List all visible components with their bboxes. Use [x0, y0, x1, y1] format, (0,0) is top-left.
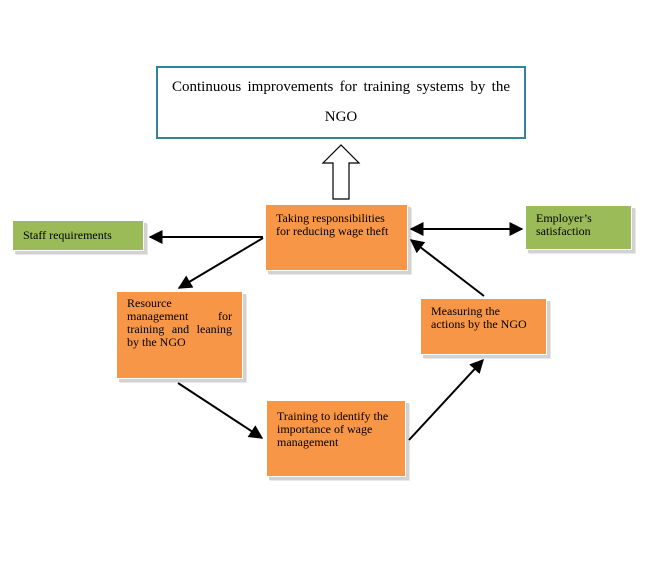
staff-requirements-box: Staff requirements: [12, 220, 144, 251]
arrow-to-resource-management: [177, 237, 264, 289]
hollow-up-arrow: [321, 144, 361, 200]
employer-satisfaction-box: Employer’s satisfaction: [525, 205, 632, 250]
arrow-to-taking: [409, 239, 485, 297]
taking-responsibilities-box: Taking responsibilities for reducing wag…: [265, 204, 408, 271]
continuous-improvements-box: Continuous improvements for training sys…: [156, 66, 526, 139]
resource-management-box: Resource management for training and lea…: [116, 291, 243, 379]
arrow-to-measuring: [408, 358, 484, 441]
measuring-actions-box: Measuring the actions by the NGO: [420, 298, 547, 355]
training-importance-box: Training to identify the importance of w…: [266, 400, 406, 477]
arrow-to-training: [177, 382, 264, 439]
